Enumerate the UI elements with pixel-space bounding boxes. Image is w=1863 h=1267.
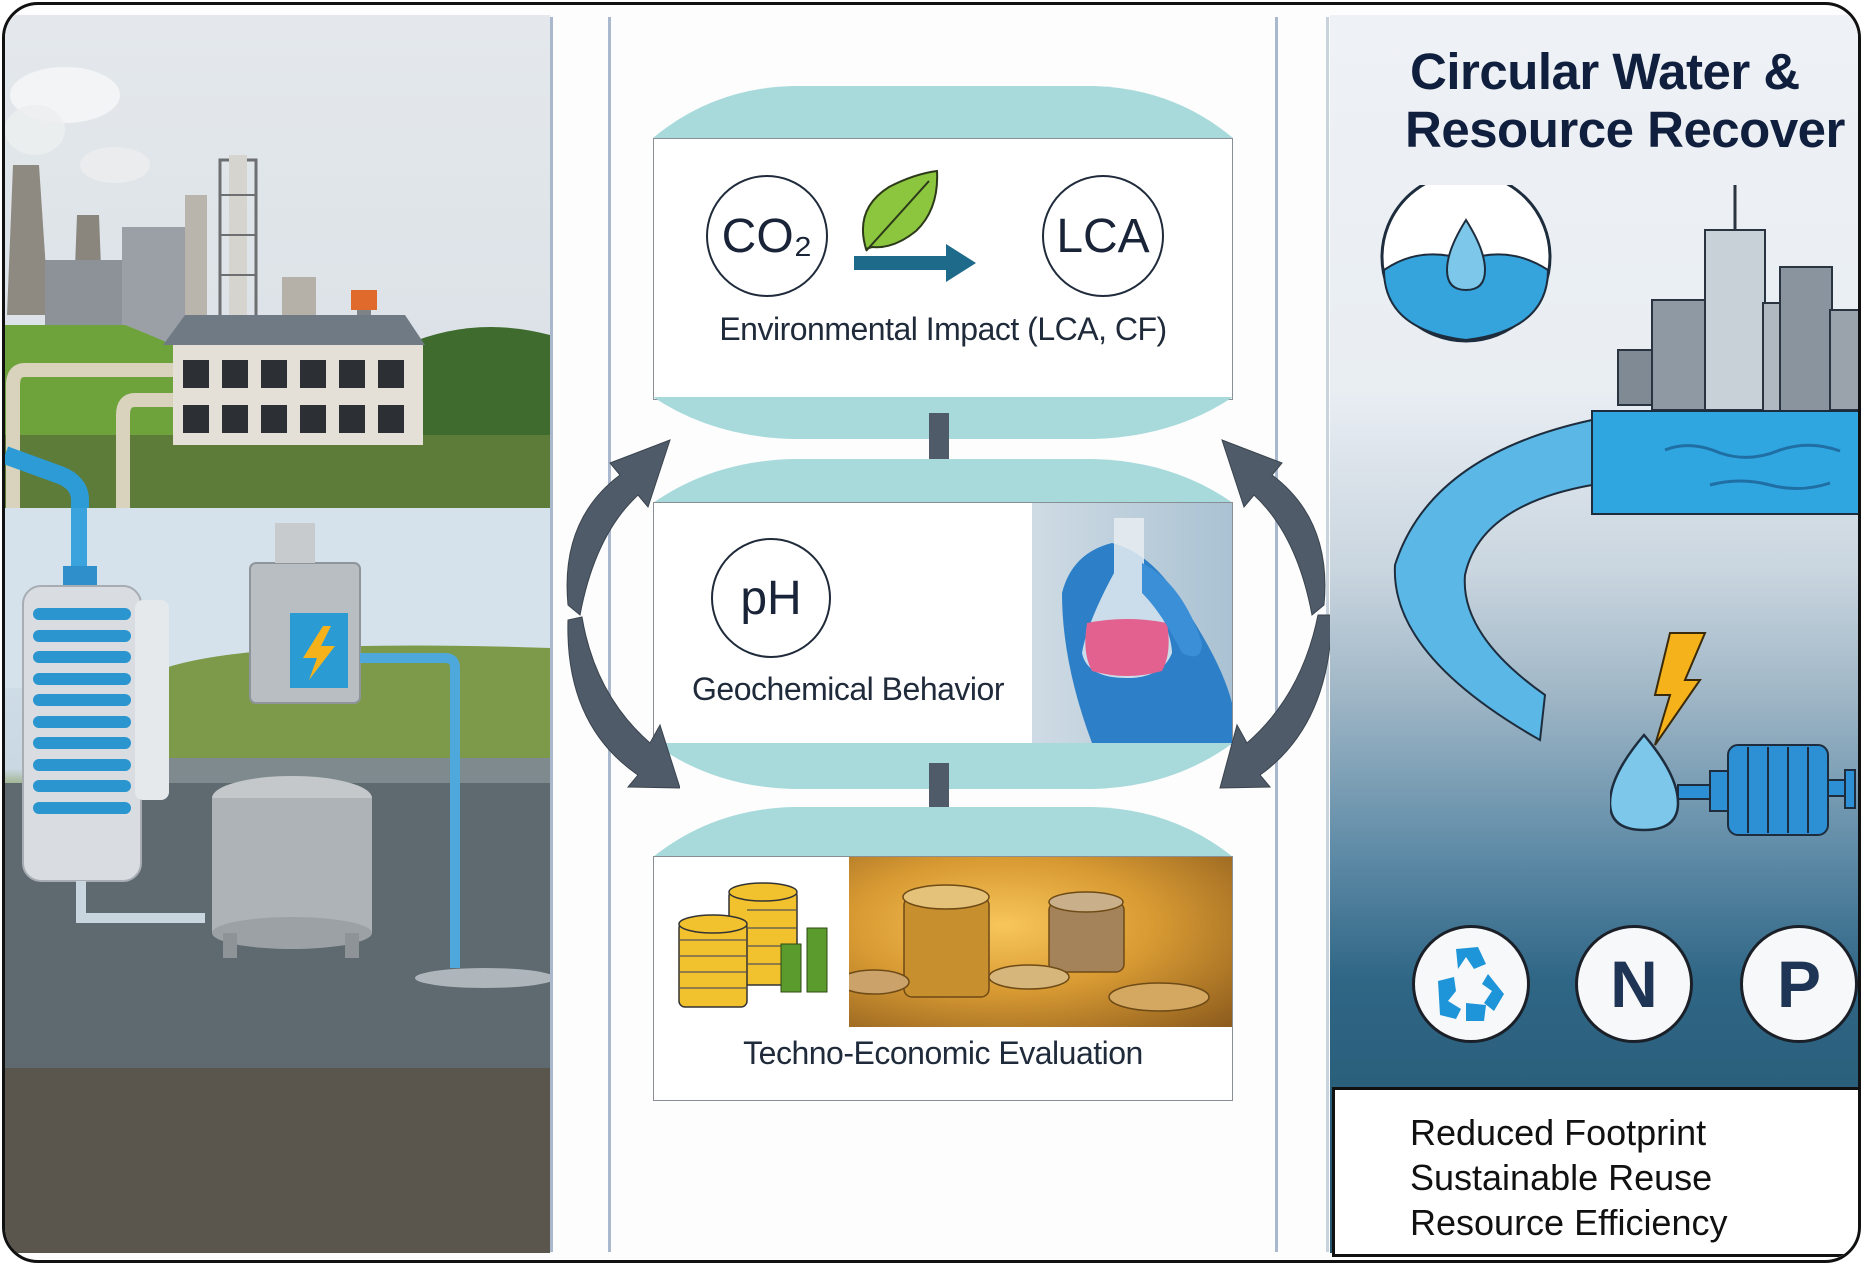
co2-badge: CO₂ — [706, 175, 828, 297]
water-basin-icon — [1591, 410, 1858, 515]
recycle-icon — [1438, 947, 1504, 1021]
bar-chart-icon — [780, 927, 828, 993]
water-flow-icon — [1393, 418, 1593, 742]
bolt-icon — [303, 626, 335, 680]
industrial-plant-illustration — [5, 67, 550, 508]
coins-illustration — [838, 884, 1210, 1012]
curved-arrow-up-icon — [1221, 439, 1326, 616]
water-recovery-illustration — [1380, 185, 1858, 742]
circular-water-panel: Circular Water & Resource Recover — [1330, 15, 1858, 1253]
benefit-item: Sustainable Reuse — [1410, 1157, 1713, 1198]
stage-environmental-impact: CO₂ LCA Environmental Impact (LCA, CF) — [653, 138, 1233, 400]
phosphorus-badge: P — [1740, 925, 1858, 1043]
lca-badge: LCA — [1042, 175, 1164, 297]
benefits-box: Reduced Footprint Sustainable Reuse Reso… — [1332, 1087, 1858, 1257]
divider-line — [550, 17, 553, 1252]
ph-label: pH — [740, 571, 802, 625]
leaf-icon — [861, 169, 939, 252]
panel-title: Circular Water & Resource Recover — [1405, 43, 1858, 159]
nitrogen-label: N — [1610, 947, 1658, 1021]
stage-geochemical-behavior: pH Geochemical Behavior — [653, 502, 1233, 745]
flask-in-glove-illustration — [1062, 518, 1232, 744]
coins-photo — [838, 857, 1232, 1027]
divider-line — [1275, 17, 1278, 1252]
co2-label: CO₂ — [721, 209, 813, 263]
stage-label-economic: Techno-Economic Evaluation — [743, 1035, 1143, 1071]
phosphorus-label: P — [1776, 947, 1822, 1021]
lightning-bolt-icon — [1653, 632, 1707, 746]
ph-badge: pH — [711, 538, 831, 658]
pump-energy-illustration — [1610, 632, 1856, 836]
curved-arrow-down-icon — [567, 616, 680, 789]
cycle-arrows-left — [566, 439, 680, 789]
curved-arrow-down-icon — [1219, 614, 1333, 789]
panel-title-line-2: Resource Recover — [1405, 101, 1845, 158]
left-photo-panel — [5, 15, 550, 1253]
stage-cap-top — [653, 86, 1233, 138]
flask-photo — [1032, 503, 1232, 744]
benefit-item: Resource Efficiency — [1410, 1202, 1728, 1243]
recycle-badge — [1412, 925, 1530, 1043]
stage-cap-top — [653, 807, 1233, 857]
leaf-to-lca-arrow — [854, 169, 976, 282]
water-treatment-image — [5, 508, 550, 1253]
stage-techno-economic: Techno-Economic Evaluation — [653, 856, 1233, 1101]
lca-label: LCA — [1056, 209, 1150, 263]
nitrogen-badge: N — [1575, 925, 1693, 1043]
stage-label-environmental: Environmental Impact (LCA, CF) — [719, 311, 1167, 347]
water-droplet-icon — [1610, 733, 1680, 832]
stage-label-geochemical: Geochemical Behavior — [692, 671, 1004, 707]
benefit-item: Reduced Footprint — [1410, 1112, 1707, 1153]
city-buildings-icon — [1617, 185, 1858, 414]
divider-line — [608, 17, 611, 1252]
panel-title-line-1: Circular Water & — [1410, 43, 1800, 100]
stage-cap-top — [653, 459, 1233, 503]
cycle-arrows-right — [1219, 439, 1333, 789]
industrial-plant-image — [5, 15, 550, 508]
water-treatment-illustration — [5, 508, 550, 1253]
pump-motor-icon — [1677, 744, 1856, 836]
curved-arrow-up-icon — [566, 439, 671, 616]
right-arrow-icon — [854, 244, 976, 282]
coin-stack-icon — [678, 882, 828, 1008]
water-drop-circle-icon — [1380, 185, 1552, 343]
